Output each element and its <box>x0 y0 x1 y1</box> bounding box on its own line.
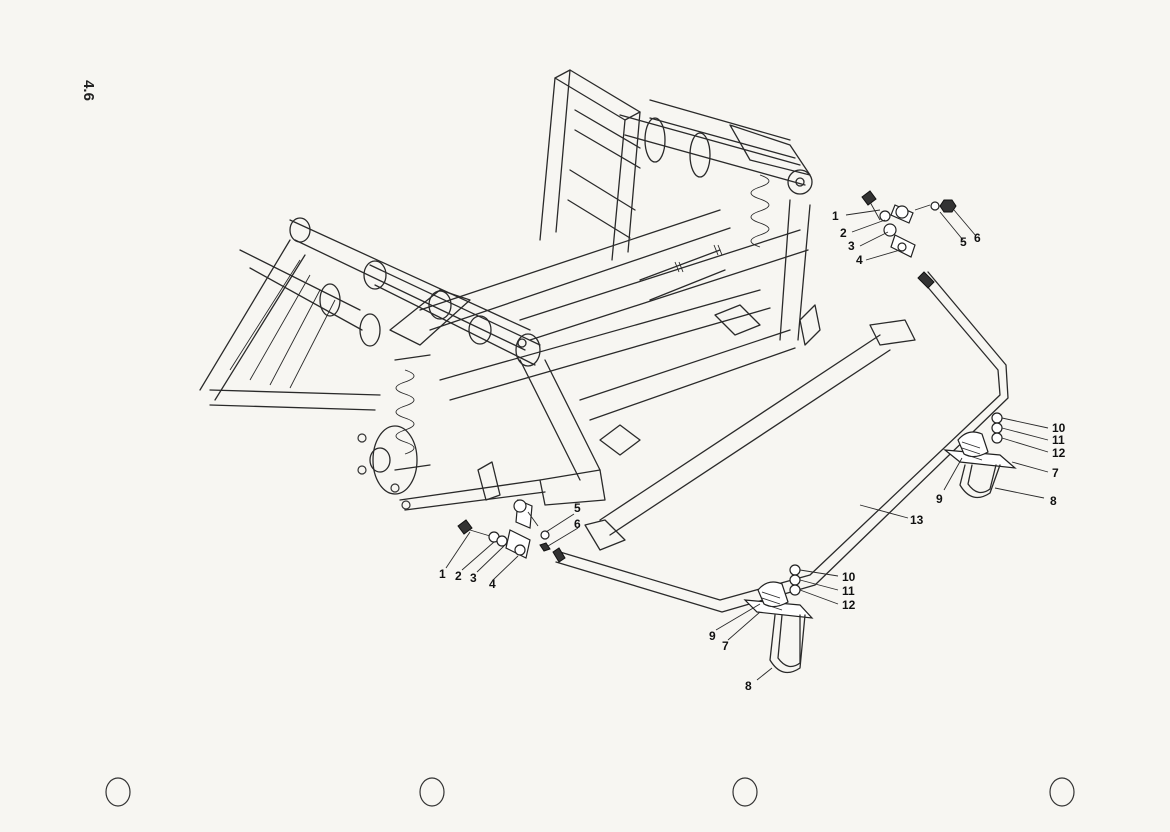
callout-8-lower: 8 <box>745 679 752 693</box>
callout-5-bottom: 5 <box>574 501 581 515</box>
callout-1-bottom: 1 <box>439 567 446 581</box>
callout-12-lower: 12 <box>842 598 856 612</box>
callouts-clamp-lower: 10 11 12 9 7 8 <box>709 570 856 693</box>
binder-holes <box>105 777 1075 807</box>
front-coil-spring <box>394 354 431 471</box>
front-wheel-hub <box>357 425 418 495</box>
callout-2-bottom: 2 <box>455 569 462 583</box>
callout-3-bottom: 3 <box>470 571 477 585</box>
callout-8-upper: 8 <box>1050 494 1057 508</box>
callout-3-top: 3 <box>848 239 855 253</box>
callout-9-upper: 9 <box>936 492 943 506</box>
callouts-clamp-upper: 10 11 12 7 9 8 <box>936 421 1066 508</box>
callouts-top-right: 1 2 3 4 5 6 <box>832 209 981 267</box>
drop-link-group-top-right <box>861 190 957 258</box>
callout-7-upper: 7 <box>1052 466 1059 480</box>
callouts-bottom-left: 1 2 3 4 5 6 <box>439 501 581 591</box>
callout-6-bottom: 6 <box>574 517 581 531</box>
callout-12-upper: 12 <box>1052 446 1066 460</box>
callout-5-top: 5 <box>960 235 967 249</box>
callout-11-lower: 11 <box>842 584 855 598</box>
callout-1-top: 1 <box>832 209 839 223</box>
drop-link-group-bottom-left <box>457 499 551 559</box>
leader-lines <box>445 209 1049 681</box>
callout-10-upper: 10 <box>1052 421 1066 435</box>
callout-10-lower: 10 <box>842 570 856 584</box>
callout-2-top: 2 <box>840 226 847 240</box>
rear-coil-spring <box>750 174 770 248</box>
clamp-assembly-upper <box>943 412 1017 499</box>
page-number: 4.6 <box>79 80 97 101</box>
callout-13-bar: 13 <box>910 513 924 527</box>
callout-4-top: 4 <box>856 253 863 267</box>
callout-7-lower: 7 <box>722 639 729 653</box>
callout-9-lower: 9 <box>709 629 716 643</box>
callout-11-upper: 11 <box>1052 433 1065 447</box>
anti-roll-bar <box>552 271 1009 613</box>
callout-4-bottom: 4 <box>489 577 496 591</box>
clamp-assembly-lower <box>743 564 814 674</box>
callout-6-top: 6 <box>974 231 981 245</box>
chassis-frame <box>199 69 916 551</box>
